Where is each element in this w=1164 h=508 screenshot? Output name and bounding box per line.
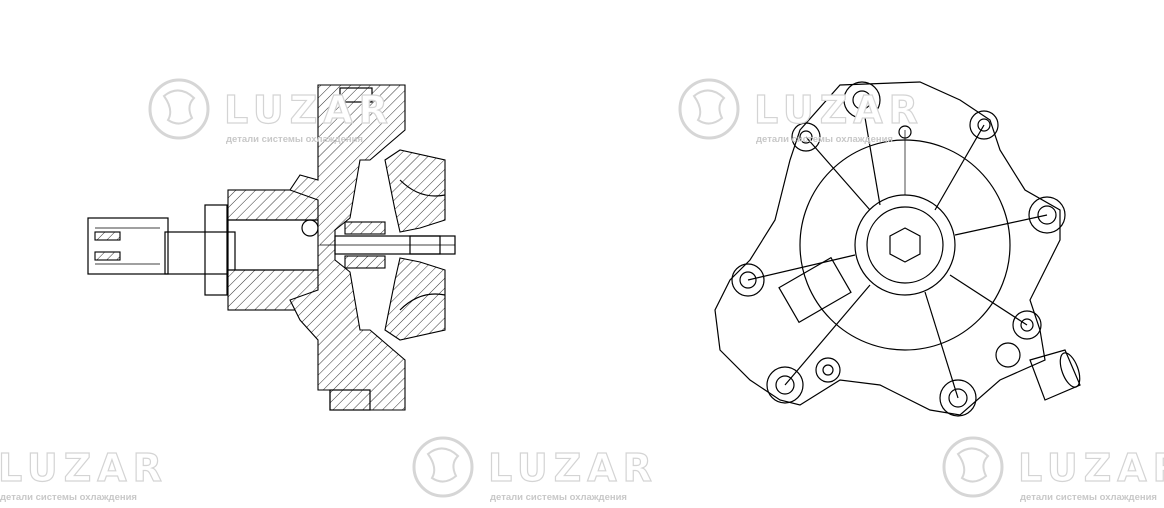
watermark: LUZAR детали системы охлаждения [410, 434, 660, 508]
luzar-logo-icon [412, 436, 474, 498]
watermark: LUZAR детали системы охлаждения [676, 76, 926, 156]
bolt-bosses [731, 81, 1066, 417]
luzar-logo-icon [148, 78, 210, 140]
watermark: LUZAR детали системы охлаждения [0, 445, 168, 503]
watermark: LUZAR детали системы охлаждения [146, 76, 396, 156]
watermark: LUZAR детали системы охлаждения [940, 434, 1164, 508]
side-section-view [87, 84, 456, 411]
front-view [714, 81, 1081, 417]
luzar-logo-icon [678, 78, 740, 140]
luzar-logo-icon [942, 436, 1004, 498]
